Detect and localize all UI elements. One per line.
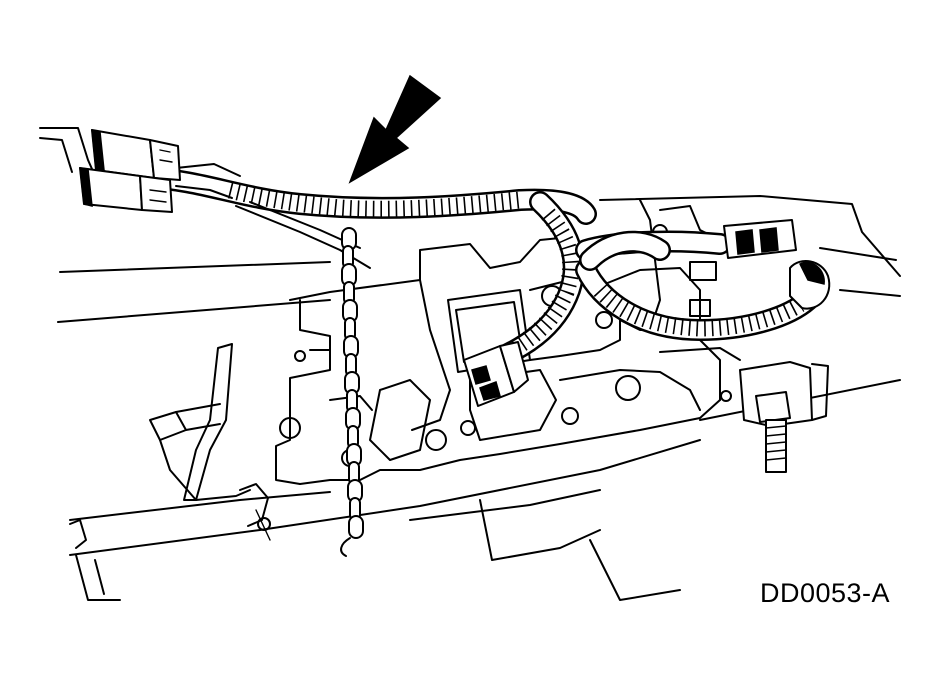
shift-linkage-bracket [69, 343, 271, 549]
callout-arrow [348, 74, 442, 184]
mount-bolt [739, 361, 829, 473]
harness-connectors [79, 129, 831, 407]
figure-reference-code: DD0053-A [760, 578, 891, 608]
chain [340, 227, 364, 557]
frame-rail-lines [39, 127, 901, 601]
